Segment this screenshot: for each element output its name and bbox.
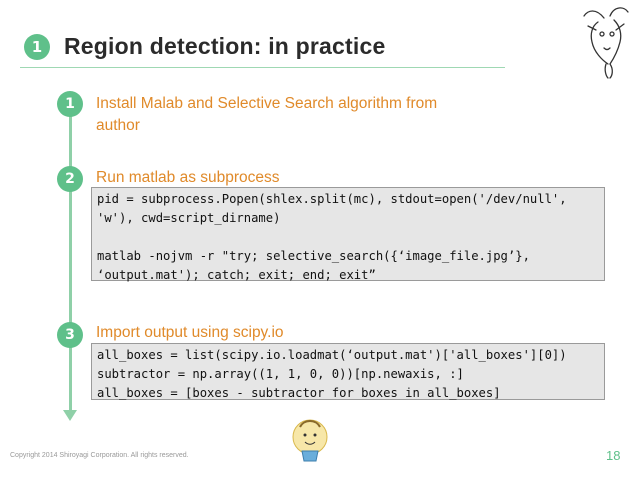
- code-line: ​: [97, 228, 599, 247]
- code-line: matlab -nojvm -r "try; selective_search(…: [97, 249, 530, 263]
- code-line: all_boxes = list(scipy.io.loadmat(‘outpu…: [97, 348, 567, 362]
- mascot-character-icon: [292, 419, 328, 462]
- timeline-line: [69, 100, 72, 412]
- goat-logo-icon: [583, 7, 629, 79]
- code-line: ‘output.mat'); catch; exit; end; exit”: [97, 268, 376, 282]
- timeline-arrow-icon: [63, 410, 77, 421]
- step-2-badge: 2: [57, 166, 83, 192]
- title-number-badge: 1: [24, 34, 50, 60]
- code-line: all_boxes = [boxes - subtractor for boxe…: [97, 386, 501, 400]
- code-block-matlab: pid = subprocess.Popen(shlex.split(mc), …: [91, 187, 605, 282]
- code-line: 'w'), cwd=script_dirname): [97, 211, 281, 225]
- code-line: subtractor = np.array((1, 1, 0, 0))[np.n…: [97, 367, 464, 381]
- step-1-text: Install Malab and Selective Search algor…: [96, 95, 438, 134]
- step-1-badge: 1: [57, 91, 83, 117]
- code-block-scipy: all_boxes = list(scipy.io.loadmat(‘outpu…: [91, 343, 605, 400]
- page-number: 18: [606, 448, 621, 463]
- step-3-text: Import output using scipy.io: [96, 324, 284, 341]
- title-divider: [20, 67, 505, 68]
- slide-title: Region detection: in practice: [64, 33, 386, 59]
- step-2-text: Run matlab as subprocess: [96, 169, 280, 186]
- copyright-footer: Copyright 2014 Shiroyagi Corporation. Al…: [10, 452, 189, 459]
- code-line: pid = subprocess.Popen(shlex.split(mc), …: [97, 192, 567, 206]
- step-3-badge: 3: [57, 322, 83, 348]
